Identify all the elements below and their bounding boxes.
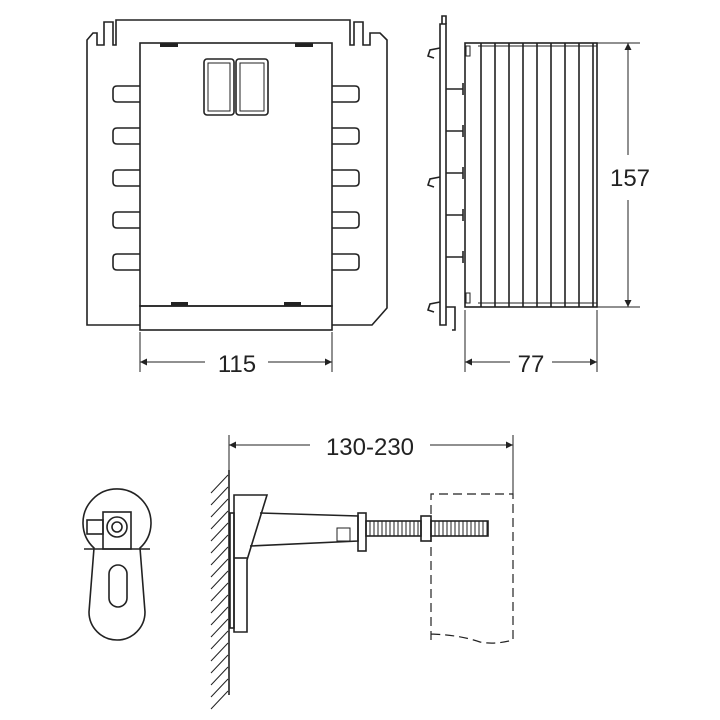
side-tabs — [112, 85, 360, 271]
hatch-line — [210, 474, 229, 494]
wall-hatching — [210, 474, 229, 710]
hatch-line — [210, 582, 229, 602]
dimension-width-label: 115 — [218, 351, 256, 378]
hatch-line — [210, 486, 229, 506]
front-view: 115 — [86, 19, 388, 378]
hatch-line — [210, 546, 229, 566]
side-tab — [112, 253, 140, 271]
hatch-line — [210, 498, 229, 518]
hatch-line — [210, 606, 229, 626]
hatch-line — [210, 654, 229, 674]
hatch-line — [210, 666, 229, 686]
toilet-outline-dashed — [430, 493, 514, 644]
hatch-line — [210, 630, 229, 650]
dimension-depth-label: 77 — [518, 351, 545, 378]
side-tab — [332, 253, 360, 271]
bottom-strip — [139, 305, 333, 331]
side-tab — [112, 127, 140, 145]
hatch-line — [210, 558, 229, 578]
bracket-side-view: 130-230 — [210, 434, 514, 710]
hatch-line — [210, 618, 229, 638]
side-tab — [332, 169, 360, 187]
dimension-range-label: 130-230 — [326, 434, 414, 461]
dimension-height-label: 157 — [610, 165, 650, 192]
flush-button-small — [203, 58, 235, 116]
side-tab — [112, 169, 140, 187]
hatch-line — [210, 534, 229, 554]
side-tab — [332, 211, 360, 229]
side-tab — [112, 211, 140, 229]
side-tab — [332, 127, 360, 145]
bracket-front-detail — [82, 488, 152, 641]
hatch-line — [210, 522, 229, 542]
hatch-line — [210, 690, 229, 710]
hatch-line — [210, 510, 229, 530]
hatch-line — [210, 642, 229, 662]
hatch-line — [210, 570, 229, 590]
side-tab — [112, 85, 140, 103]
side-view: 157 77 — [426, 15, 650, 378]
cistern-body — [464, 42, 598, 308]
hatch-line — [210, 678, 229, 698]
side-tab — [332, 85, 360, 103]
outer-frame — [86, 19, 388, 326]
back-plate — [439, 23, 447, 326]
flush-button-large — [235, 58, 269, 116]
ribs — [480, 43, 594, 307]
hatch-line — [210, 594, 229, 614]
